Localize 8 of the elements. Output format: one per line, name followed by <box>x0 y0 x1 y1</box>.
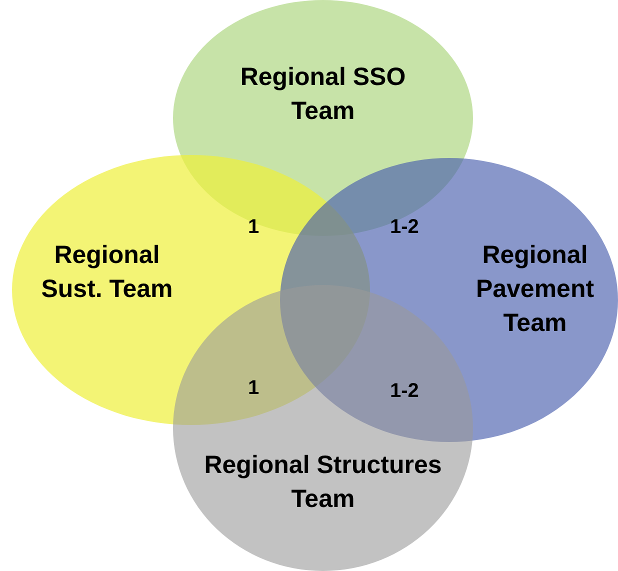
overlap-count: 1 <box>248 216 260 239</box>
circle-label: Regional Structures Team <box>203 450 443 515</box>
overlap-count: 1 <box>248 377 260 400</box>
circle-label: Regional Pavement Team <box>474 240 596 339</box>
overlap-count: 1-2 <box>390 380 419 403</box>
circle-label: Regional SSO Team <box>239 62 407 127</box>
overlap-count: 1-2 <box>390 216 419 239</box>
circle-label: Regional Sust. Team <box>40 240 174 305</box>
